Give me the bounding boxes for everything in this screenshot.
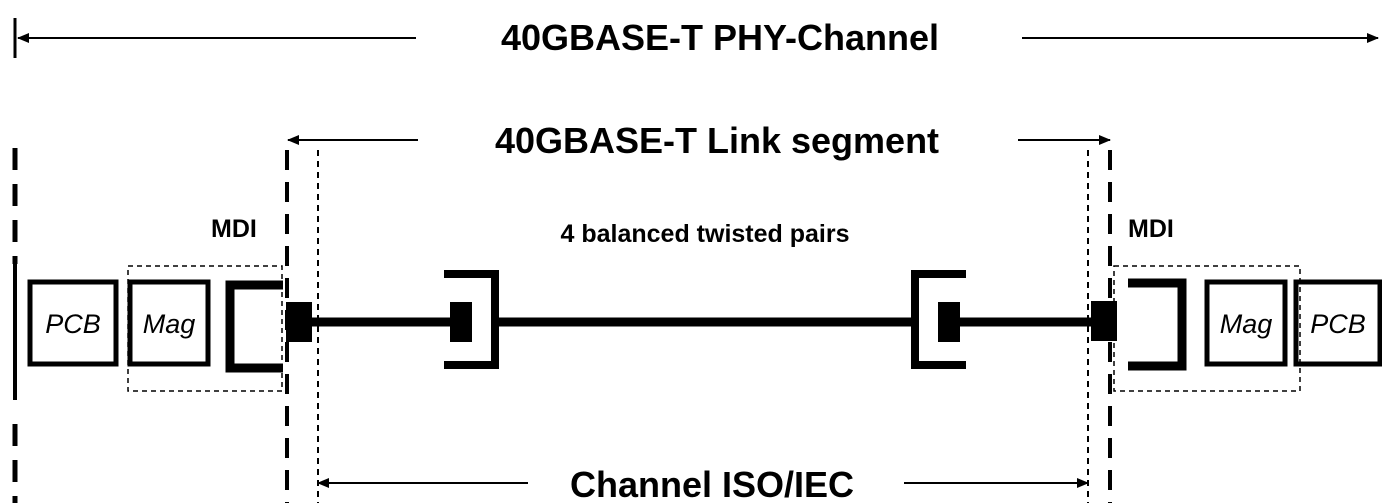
left-mag-label: Mag: [143, 309, 196, 339]
right-end: Mag PCB MDI: [1113, 215, 1382, 392]
left-pcb-box: [27, 279, 119, 367]
left-inline-connector: [444, 270, 499, 369]
left-mdi-label: MDI: [211, 215, 257, 243]
right-pcb-label: PCB: [1310, 309, 1366, 339]
left-mdi-plug: [286, 302, 312, 342]
phy-channel-span: 40GBASE-T PHY-Channel: [13, 17, 1379, 58]
right-pcb-box: [1293, 279, 1382, 367]
phy-channel-label: 40GBASE-T PHY-Channel: [501, 17, 939, 58]
left-jack-connector: [225, 280, 283, 373]
channel-iso-span: Channel ISO/IEC: [317, 464, 1089, 503]
right-inline-connector: [911, 270, 966, 369]
right-mdi-label: MDI: [1128, 215, 1174, 243]
right-inline-plug-block: [938, 302, 960, 342]
cable-assembly: 4 balanced twisted pairs: [286, 220, 1117, 369]
left-inline-plug-block: [450, 302, 472, 342]
link-segment-label: 40GBASE-T Link segment: [495, 120, 939, 161]
right-mag-box: [1204, 279, 1288, 367]
link-segment-span: 40GBASE-T Link segment: [287, 120, 1111, 161]
left-end: PCB Mag MDI: [27, 215, 283, 392]
right-jack-connector: [1128, 278, 1187, 371]
right-mdi-plug: [1091, 301, 1117, 341]
cable-label: 4 balanced twisted pairs: [561, 220, 850, 248]
left-mag-box: [127, 279, 211, 367]
left-pcb-label: PCB: [45, 309, 101, 339]
channel-iso-label: Channel ISO/IEC: [570, 464, 854, 503]
right-mag-label: Mag: [1220, 309, 1273, 339]
